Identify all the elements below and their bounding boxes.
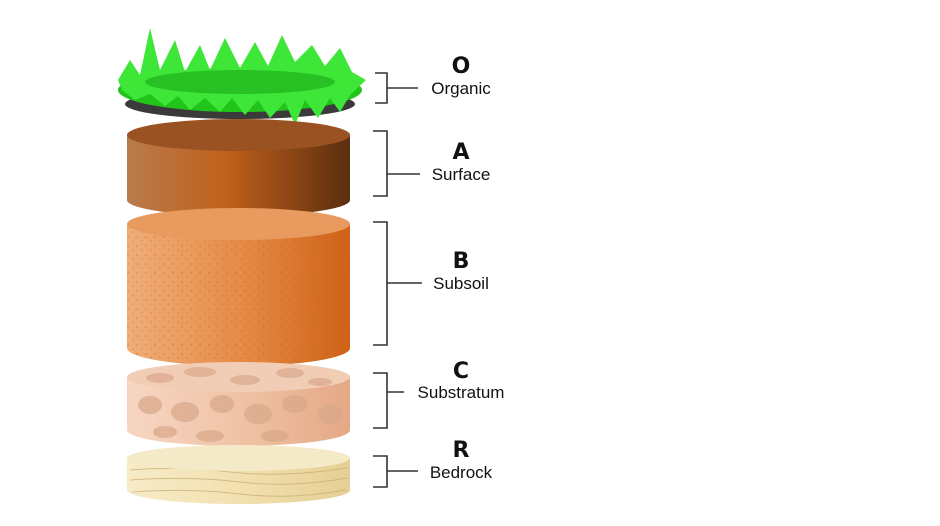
horizon-name: Surface (432, 165, 491, 184)
horizon-name: Substratum (418, 383, 505, 402)
organic-layer (118, 28, 366, 125)
horizon-letter: B (453, 249, 470, 274)
label-subsoil: B Subsoil (373, 221, 489, 346)
horizon-name: Subsoil (433, 274, 489, 293)
surface-layer (127, 119, 350, 216)
horizon-letter: O (452, 54, 471, 79)
bedrock-layer (127, 445, 350, 504)
label-bedrock: R Bedrock (373, 438, 493, 488)
horizon-letter: C (453, 359, 469, 384)
bracket (373, 455, 418, 488)
label-surface: A Surface (373, 130, 491, 197)
horizon-name: Bedrock (430, 463, 493, 482)
bracket (373, 221, 422, 346)
label-organic: O Organic (375, 54, 491, 104)
horizon-name: Organic (431, 79, 491, 98)
horizon-letter: R (453, 438, 470, 463)
subsoil-layer (127, 208, 350, 366)
horizon-letter: A (452, 140, 469, 165)
bracket (373, 372, 404, 429)
label-substratum: C Substratum (373, 359, 505, 429)
bracket (375, 72, 418, 104)
bracket (373, 130, 420, 197)
substratum-layer (127, 362, 350, 446)
